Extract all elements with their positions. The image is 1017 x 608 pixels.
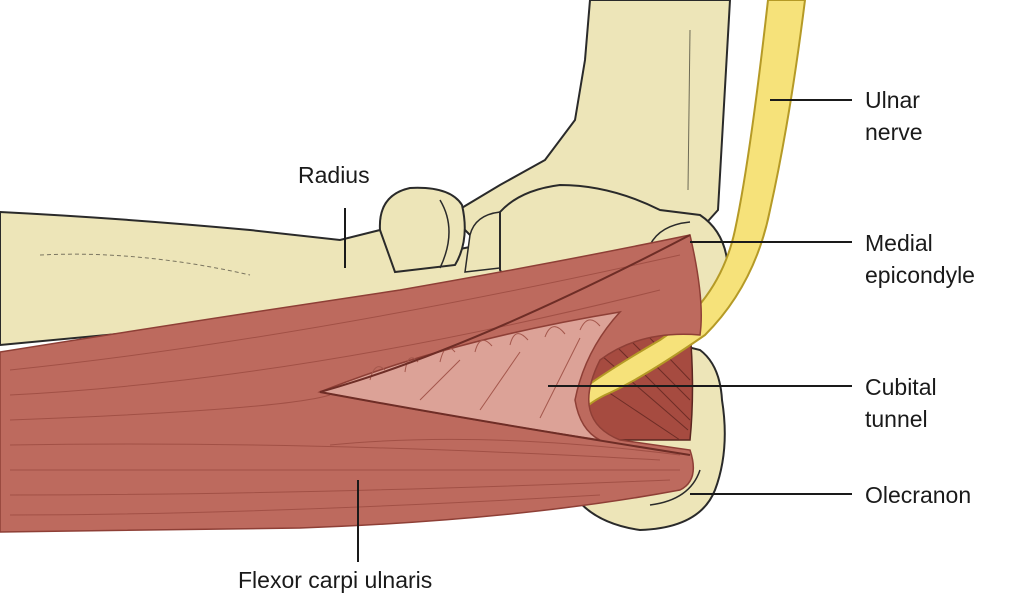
label-cubital-tunnel-line1: Cubital [865,372,937,402]
label-medial-epicondyle-line1: Medial [865,228,933,258]
label-ulnar-nerve-line1: Ulnar [865,85,920,115]
label-ulnar-nerve-line2: nerve [865,117,923,147]
label-cubital-tunnel-line2: tunnel [865,404,928,434]
label-medial-epicondyle-line2: epicondyle [865,260,975,290]
label-radius: Radius [298,160,370,190]
label-flexor-carpi-ulnaris: Flexor carpi ulnaris [238,565,432,595]
radial-head [380,188,465,272]
label-olecranon: Olecranon [865,480,971,510]
